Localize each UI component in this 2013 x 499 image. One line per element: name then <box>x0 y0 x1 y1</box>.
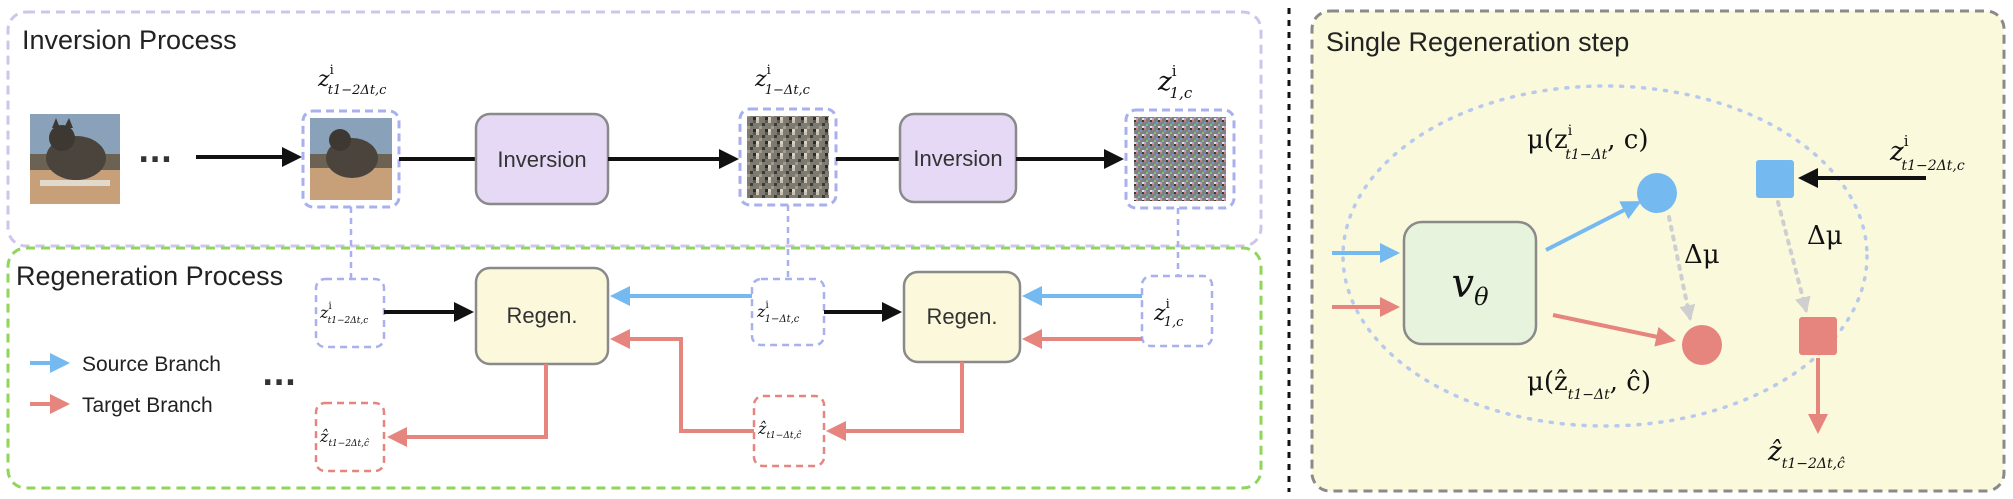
svg-text:Regen.: Regen. <box>507 303 578 328</box>
regeneration-ellipsis: ... <box>262 358 296 393</box>
regen-block-1: Regen. <box>474 266 610 366</box>
latent-z-t1-2dt <box>301 109 401 209</box>
legend-target: Target Branch <box>30 394 213 417</box>
step-output-label: ẑt1−2Δt,ĉ <box>1767 437 1845 472</box>
svg-text:zi1,c: zi1,c <box>1153 297 1184 330</box>
step-target-output-arrow <box>1552 313 1676 347</box>
regeneration-panel-title: Regeneration Process <box>16 261 283 291</box>
inversion-panel <box>6 10 1263 248</box>
inversion-block-1: Inversion <box>474 112 610 206</box>
svg-text:zi1−Δt,c: zi1−Δt,c <box>756 300 800 325</box>
step-source-output-arrow <box>1545 201 1642 252</box>
latent-z-1-dt <box>738 107 838 207</box>
target-path-regen1-output <box>387 364 548 447</box>
regen-block-2: Regen. <box>902 270 1022 364</box>
inversion-panel-title: Inversion Process <box>22 25 237 55</box>
svg-text:Source Branch: Source Branch <box>82 353 221 376</box>
inversion-ellipsis: ... <box>138 135 172 170</box>
svg-text:ẑt1−2Δt,ĉ: ẑt1−2Δt,ĉ <box>319 427 369 449</box>
svg-text:Inversion: Inversion <box>913 146 1002 171</box>
delta-mu-arrow-1 <box>1667 215 1696 322</box>
svg-text:vθ: vθ <box>1451 261 1489 311</box>
svg-text:Inversion: Inversion <box>497 147 586 172</box>
velocity-network-block: vθ <box>1402 220 1538 346</box>
regeneration-panel <box>6 246 1263 490</box>
delta-mu-label-2: Δμ <box>1807 221 1843 251</box>
svg-text:ẑt1−Δt,ĉ: ẑt1−Δt,ĉ <box>757 419 801 441</box>
source-cat-image <box>30 114 120 204</box>
step-panel-title: Single Regeneration step <box>1326 27 1629 57</box>
target-path-zhat-to-regen1 <box>610 329 754 433</box>
target-mean-point <box>1682 325 1722 365</box>
target-latent-square <box>1799 317 1837 355</box>
svg-text:Regen.: Regen. <box>927 304 998 329</box>
delta-mu-label-1: Δμ <box>1684 240 1720 270</box>
step-panel <box>1310 9 2006 493</box>
source-latent-square <box>1756 160 1794 198</box>
svg-text:Target Branch: Target Branch <box>82 394 213 417</box>
legend-source: Source Branch <box>30 353 221 376</box>
target-latent-zhat-t1-dt: ẑt1−Δt,ĉ <box>752 394 826 468</box>
dotted-ellipse <box>1341 84 1869 428</box>
delta-mu-arrow-2 <box>1776 200 1811 314</box>
mu-target-label: μ(ẑt1−Δt, ĉ) <box>1527 367 1651 403</box>
target-path-regen2-output <box>826 362 964 441</box>
source-mean-point <box>1637 173 1677 213</box>
target-latent-zhat-t1-2dt: ẑt1−2Δt,ĉ <box>314 401 386 473</box>
latent-z-1 <box>1124 108 1236 210</box>
inversion-block-2: Inversion <box>898 112 1018 204</box>
